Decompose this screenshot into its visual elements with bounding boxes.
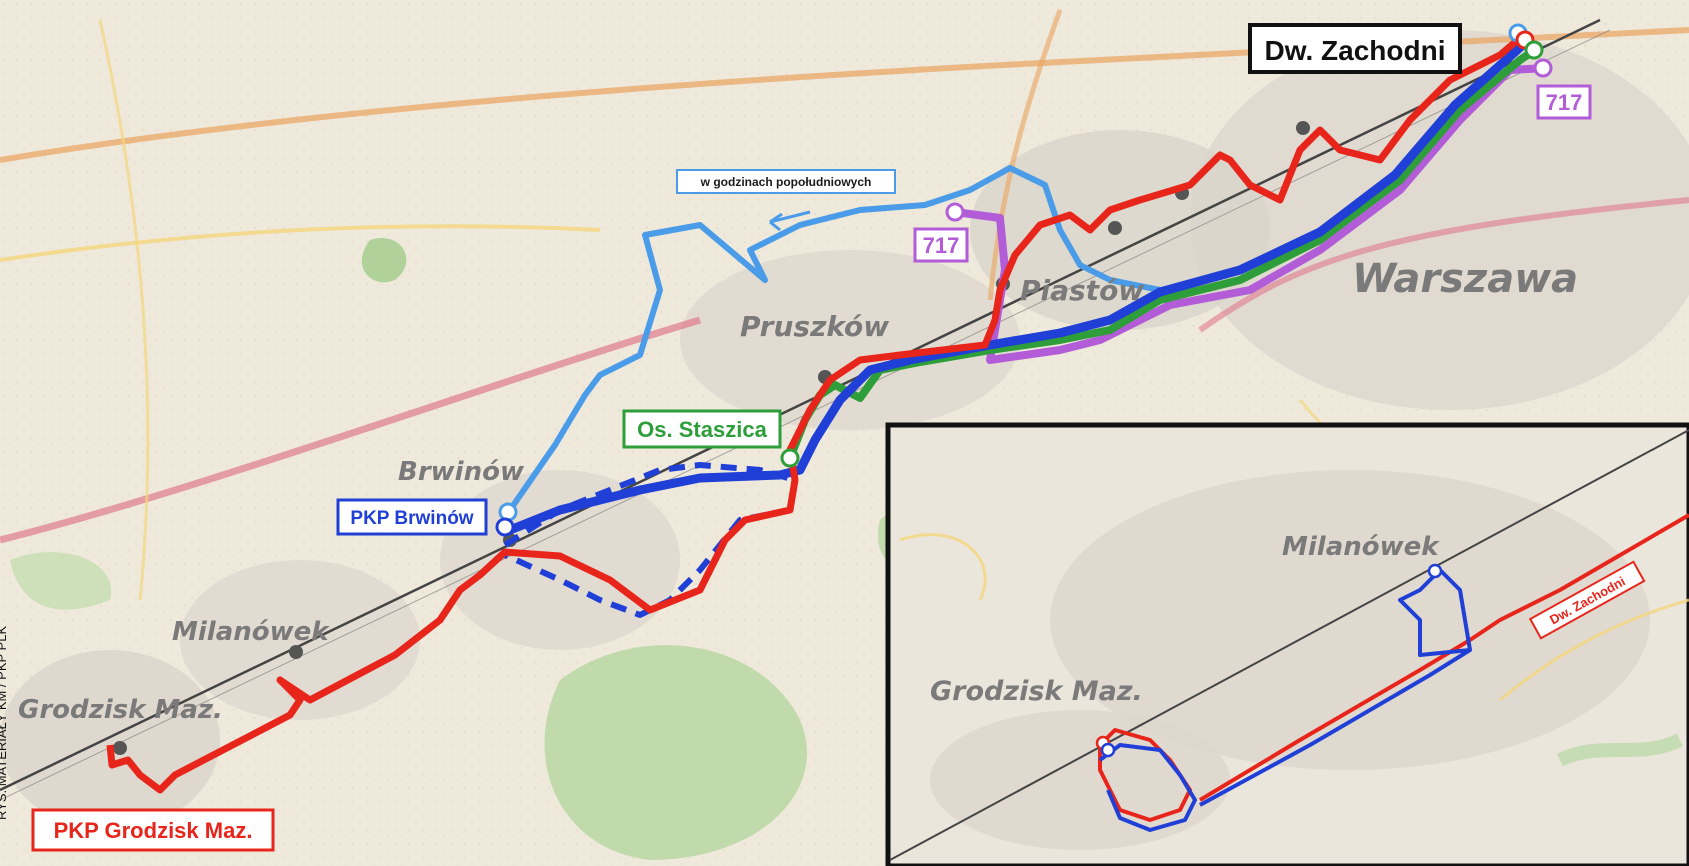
city-label-piastow: Piastów	[1020, 274, 1144, 307]
label-717-mid: 717	[913, 227, 969, 263]
afternoon-note: w godzinach popołudniowych	[676, 169, 896, 232]
route-green	[786, 46, 1538, 460]
city-label-pruszkow: Pruszków	[740, 310, 889, 343]
svg-text:717: 717	[1546, 90, 1583, 115]
city-label-grodzisk: Grodzisk Maz.	[18, 695, 223, 725]
inset-route-blue	[1098, 568, 1472, 832]
svg-text:PKP Brwinów: PKP Brwinów	[350, 508, 473, 529]
station-milanowek	[289, 645, 303, 659]
svg-text:Dw. Zachodni: Dw. Zachodni	[1265, 35, 1446, 66]
label-dw-zachodni: Dw. Zachodni	[1248, 23, 1462, 74]
terminus-markers	[495, 23, 1553, 537]
label-pkp-brwinow: PKP Brwinów	[336, 498, 488, 536]
station-wlochy	[1296, 121, 1310, 135]
label-717-top: 717	[1536, 84, 1592, 120]
svg-text:PKP Grodzisk Maz.: PKP Grodzisk Maz.	[54, 818, 253, 843]
route-red	[106, 35, 1523, 794]
inset-label-milanowek: Milanówek	[1282, 532, 1440, 562]
city-label-milanowek: Milanówek	[172, 617, 330, 647]
svg-text:717: 717	[923, 233, 960, 258]
station-grodzisk	[113, 741, 127, 755]
svg-text:w godzinach popołudniowych: w godzinach popołudniowych	[700, 175, 872, 189]
city-label-warszawa: Warszawa	[1352, 256, 1578, 302]
image-credit: RYS. MATERIAŁY KM / PKP PLK	[0, 625, 9, 820]
svg-text:Os. Staszica: Os. Staszica	[637, 417, 767, 442]
inset-label-grodzisk: Grodzisk Maz.	[930, 676, 1143, 707]
label-pkp-grodzisk: PKP Grodzisk Maz.	[31, 808, 275, 852]
station-ursus	[1108, 221, 1122, 235]
inset-map: Milanówek Grodzisk Maz. Dw. Zachodni	[885, 422, 1689, 866]
city-label-brwinow: Brwinów	[398, 457, 525, 487]
label-os-staszica: Os. Staszica	[622, 409, 782, 449]
